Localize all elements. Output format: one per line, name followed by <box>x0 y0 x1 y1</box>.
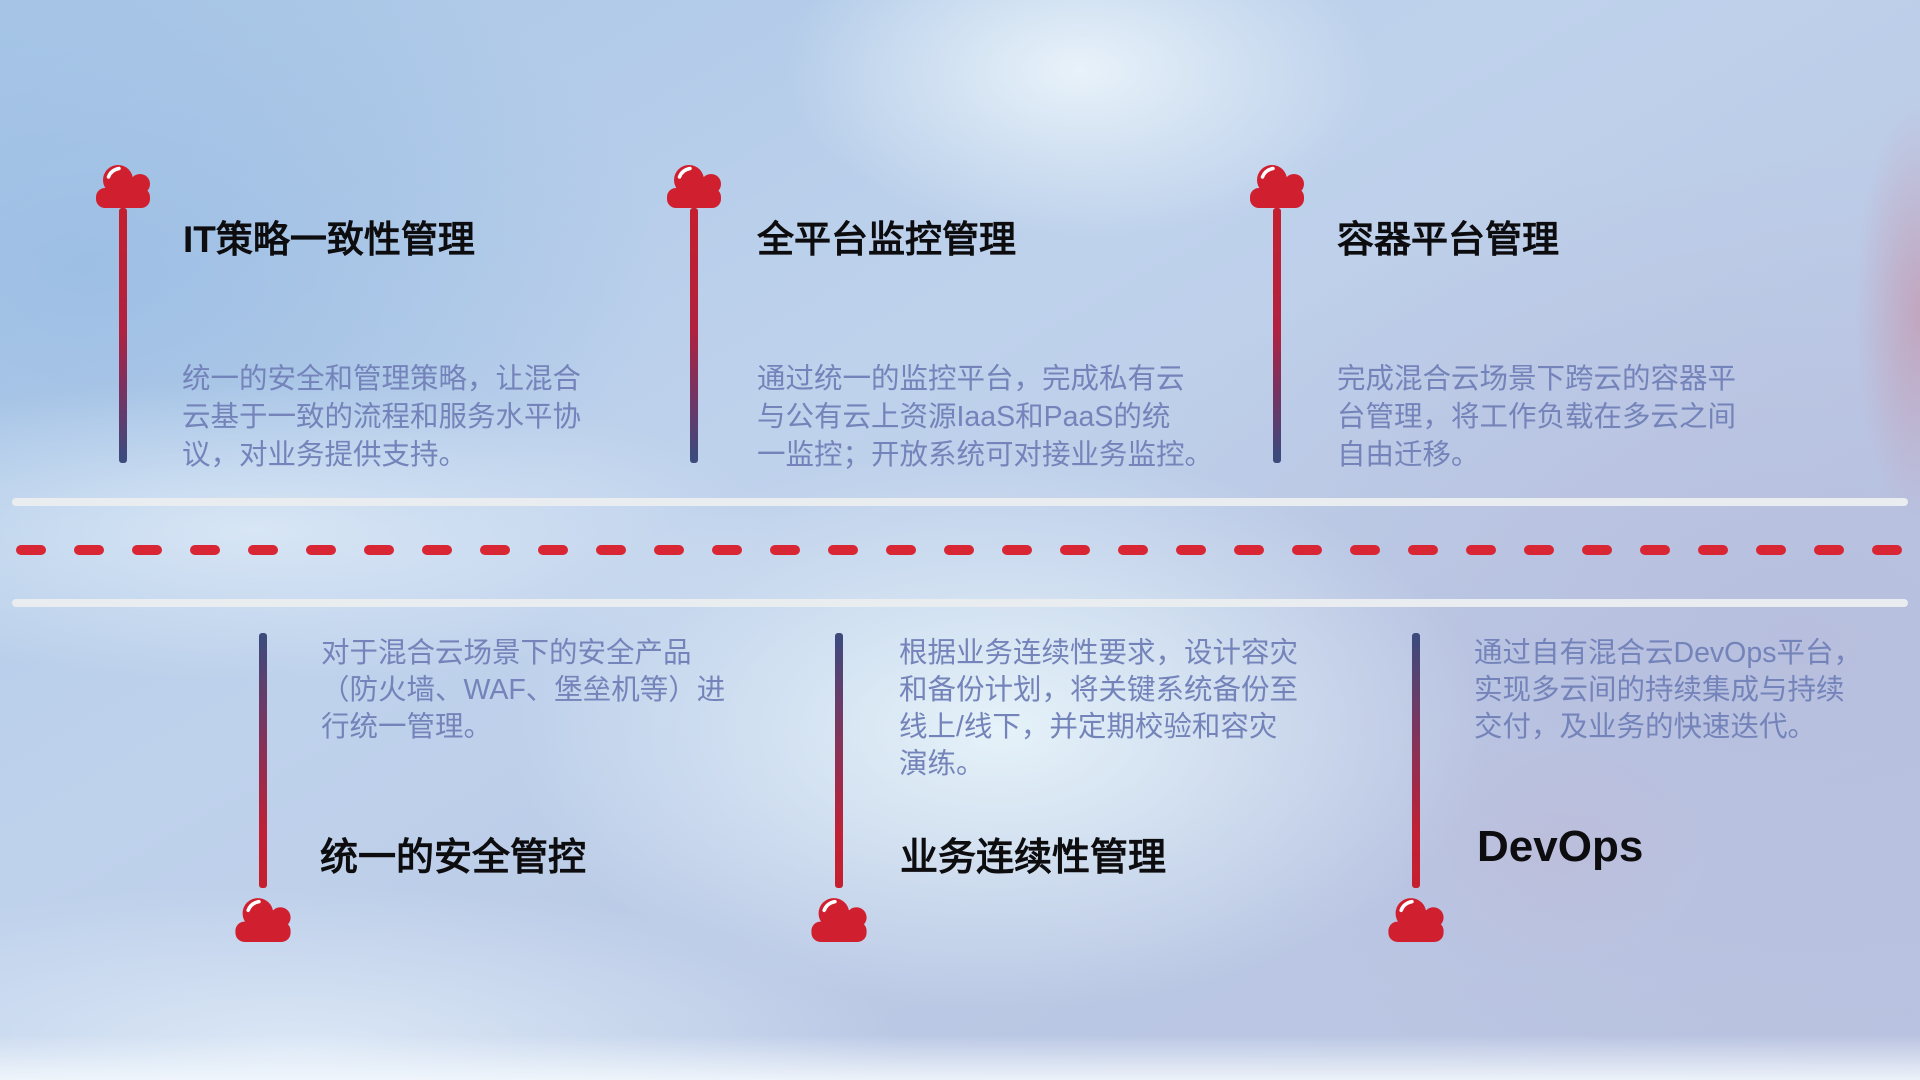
item-title: 统一的安全管控 <box>320 837 587 879</box>
item-description: 统一的安全和管理策略，让混合 云基于一致的流程和服务水平协 议，对业务提供支持。 <box>182 363 582 471</box>
connector-line <box>690 208 698 463</box>
item-description: 通过自有混合云DevOps平台， 实现多云间的持续集成与持续 交付，及业务的快速… <box>1474 637 1862 743</box>
item-description: 对于混合云场景下的安全产品 （防火墙、WAF、堡垒机等）进 行统一管理。 <box>321 637 726 743</box>
item-title: 容器平台管理 <box>1337 219 1559 260</box>
cloud-icon <box>235 898 291 942</box>
connector-line <box>1412 633 1420 888</box>
connector-line <box>835 633 843 888</box>
cloud-icon <box>96 165 150 208</box>
item-description: 根据业务连续性要求，设计容灾 和备份计划，将关键系统备份至 线上/线下，并定期校… <box>899 637 1299 780</box>
road-edge-line-bottom <box>12 599 1908 607</box>
connector-line <box>1273 208 1281 463</box>
item-title: 业务连续性管理 <box>900 837 1167 879</box>
cloud-icon <box>667 165 721 208</box>
road-edge-line-top <box>12 498 1908 506</box>
connector-line <box>259 633 267 888</box>
item-description: 完成混合云场景下跨云的容器平 台管理，将工作负载在多云之间 自由迁移。 <box>1337 363 1737 471</box>
item-title: DevOps <box>1477 822 1644 871</box>
cloud-icon <box>1250 165 1304 208</box>
item-title: 全平台监控管理 <box>757 219 1016 260</box>
road-dash-line <box>16 545 1904 555</box>
cloud-icon <box>811 898 867 942</box>
cloud-icon <box>1388 898 1444 942</box>
item-title: IT策略一致性管理 <box>183 219 475 260</box>
connector-line <box>119 208 127 463</box>
item-description: 通过统一的监控平台，完成私有云 与公有云上资源IaaS和PaaS的统 一监控；开… <box>757 363 1214 471</box>
